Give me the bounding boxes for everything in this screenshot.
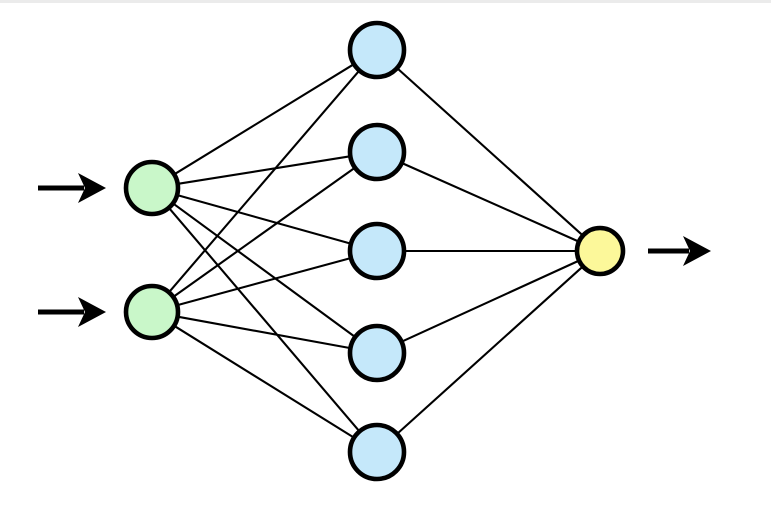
arrows-group (38, 173, 711, 327)
edges-group (166, 62, 586, 440)
input-arrow-bottom (38, 297, 106, 327)
edge-h4-o1 (398, 258, 582, 344)
edge-i1-h5 (166, 205, 362, 435)
node-circle-o1[interactable] (574, 225, 626, 277)
node-circle-i2[interactable] (123, 283, 181, 341)
edge-h1-o1 (394, 65, 586, 238)
edge-i2-h4 (174, 315, 354, 350)
edge-i1-h1 (171, 62, 357, 177)
edge-i2-h5 (171, 323, 357, 440)
input-arrow-bottom-head (78, 297, 106, 327)
edge-i1-h2 (174, 154, 354, 186)
edge-i1-h4 (170, 201, 358, 340)
node-h1-hidden[interactable] (347, 20, 407, 80)
edge-h2-o1 (398, 161, 582, 244)
top-edge-band (0, 0, 771, 3)
edge-i2-h1 (166, 67, 362, 295)
node-h4-hidden[interactable] (347, 323, 407, 383)
node-circle-h1[interactable] (347, 20, 407, 80)
input-arrow-top-head (78, 173, 106, 203)
node-i2-input[interactable] (123, 283, 181, 341)
edge-i2-h3 (174, 256, 354, 307)
node-circle-h2[interactable] (347, 122, 407, 182)
node-h2-hidden[interactable] (347, 122, 407, 182)
output-arrow (648, 236, 711, 266)
node-i1-input[interactable] (123, 159, 181, 217)
edge-i1-h3 (174, 193, 354, 246)
edge-h5-o1 (394, 264, 586, 437)
input-arrow-top (38, 173, 106, 203)
node-circle-i1[interactable] (123, 159, 181, 217)
node-circle-h4[interactable] (347, 323, 407, 383)
node-circle-h3[interactable] (347, 221, 407, 281)
node-h5-hidden[interactable] (347, 422, 407, 482)
node-circle-h5[interactable] (347, 422, 407, 482)
node-h3-hidden[interactable] (347, 221, 407, 281)
nodes-group (123, 20, 626, 482)
node-o1-output[interactable] (574, 225, 626, 277)
edge-i2-h2 (170, 165, 358, 300)
output-arrow-head (683, 236, 711, 266)
